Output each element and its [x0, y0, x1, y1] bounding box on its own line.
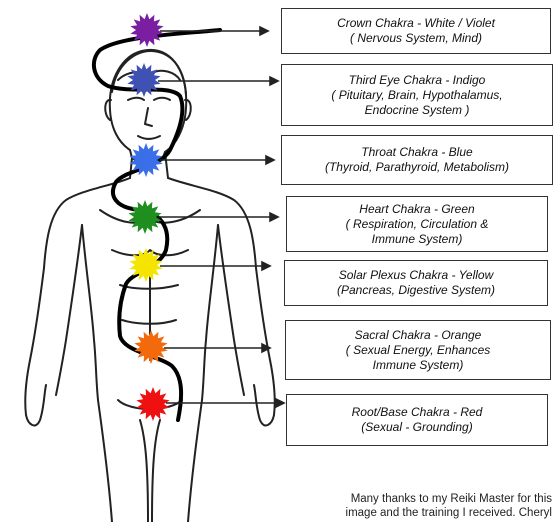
sacral-chakra-name: Sacral Chakra - Orange [346, 328, 491, 343]
credit-caption-line-2: image and the training I received. Chery… [346, 506, 552, 520]
label-crown-chakra: Crown Chakra - White / Violet( Nervous S… [281, 8, 551, 54]
third-eye-chakra-detail: ( Pituitary, Brain, Hypothalamus, [331, 88, 502, 103]
connector-arrows [158, 27, 284, 407]
credit-caption: Many thanks to my Reiki Master for this … [346, 492, 552, 520]
crown-chakra-name: Crown Chakra - White / Violet [337, 16, 495, 31]
throat-chakra-core [139, 153, 153, 167]
third-eye-chakra-detail-2: Endocrine System ) [331, 103, 502, 118]
solar-plexus-chakra-name: Solar Plexus Chakra - Yellow [337, 268, 495, 283]
sacral-chakra-detail-2: Immune System) [346, 358, 491, 373]
third-eye-chakra-name: Third Eye Chakra - Indigo [331, 73, 502, 88]
third-eye-chakra-core [137, 73, 151, 87]
heart-chakra-core [138, 210, 152, 224]
label-throat-chakra: Throat Chakra - Blue(Thyroid, Parathyroi… [281, 135, 553, 185]
root-chakra-name: Root/Base Chakra - Red [352, 405, 483, 420]
label-solar-plexus-chakra: Solar Plexus Chakra - Yellow(Pancreas, D… [284, 260, 548, 306]
label-third-eye-chakra: Third Eye Chakra - Indigo( Pituitary, Br… [281, 64, 553, 126]
credit-caption-line-1: Many thanks to my Reiki Master for this [346, 492, 552, 506]
solar-plexus-chakra-detail: (Pancreas, Digestive System) [337, 283, 495, 298]
throat-chakra-name: Throat Chakra - Blue [325, 145, 509, 160]
human-body-outline [25, 50, 275, 522]
root-chakra-detail: (Sexual - Grounding) [352, 420, 483, 435]
root-chakra-core [146, 397, 160, 411]
heart-chakra-detail-2: Immune System) [346, 232, 489, 247]
label-root-chakra: Root/Base Chakra - Red(Sexual - Groundin… [286, 394, 548, 446]
solar-plexus-chakra-core [139, 258, 153, 272]
heart-chakra-detail: ( Respiration, Circulation & [346, 217, 489, 232]
energy-path-line [94, 30, 220, 420]
crown-chakra-core [140, 23, 154, 37]
sacral-chakra-core [144, 340, 158, 354]
label-heart-chakra: Heart Chakra - Green( Respiration, Circu… [286, 196, 548, 252]
crown-chakra-detail: ( Nervous System, Mind) [337, 31, 495, 46]
heart-chakra-name: Heart Chakra - Green [346, 202, 489, 217]
throat-chakra-detail: (Thyroid, Parathyroid, Metabolism) [325, 160, 509, 175]
label-sacral-chakra: Sacral Chakra - Orange( Sexual Energy, E… [285, 320, 551, 380]
sacral-chakra-detail: ( Sexual Energy, Enhances [346, 343, 491, 358]
